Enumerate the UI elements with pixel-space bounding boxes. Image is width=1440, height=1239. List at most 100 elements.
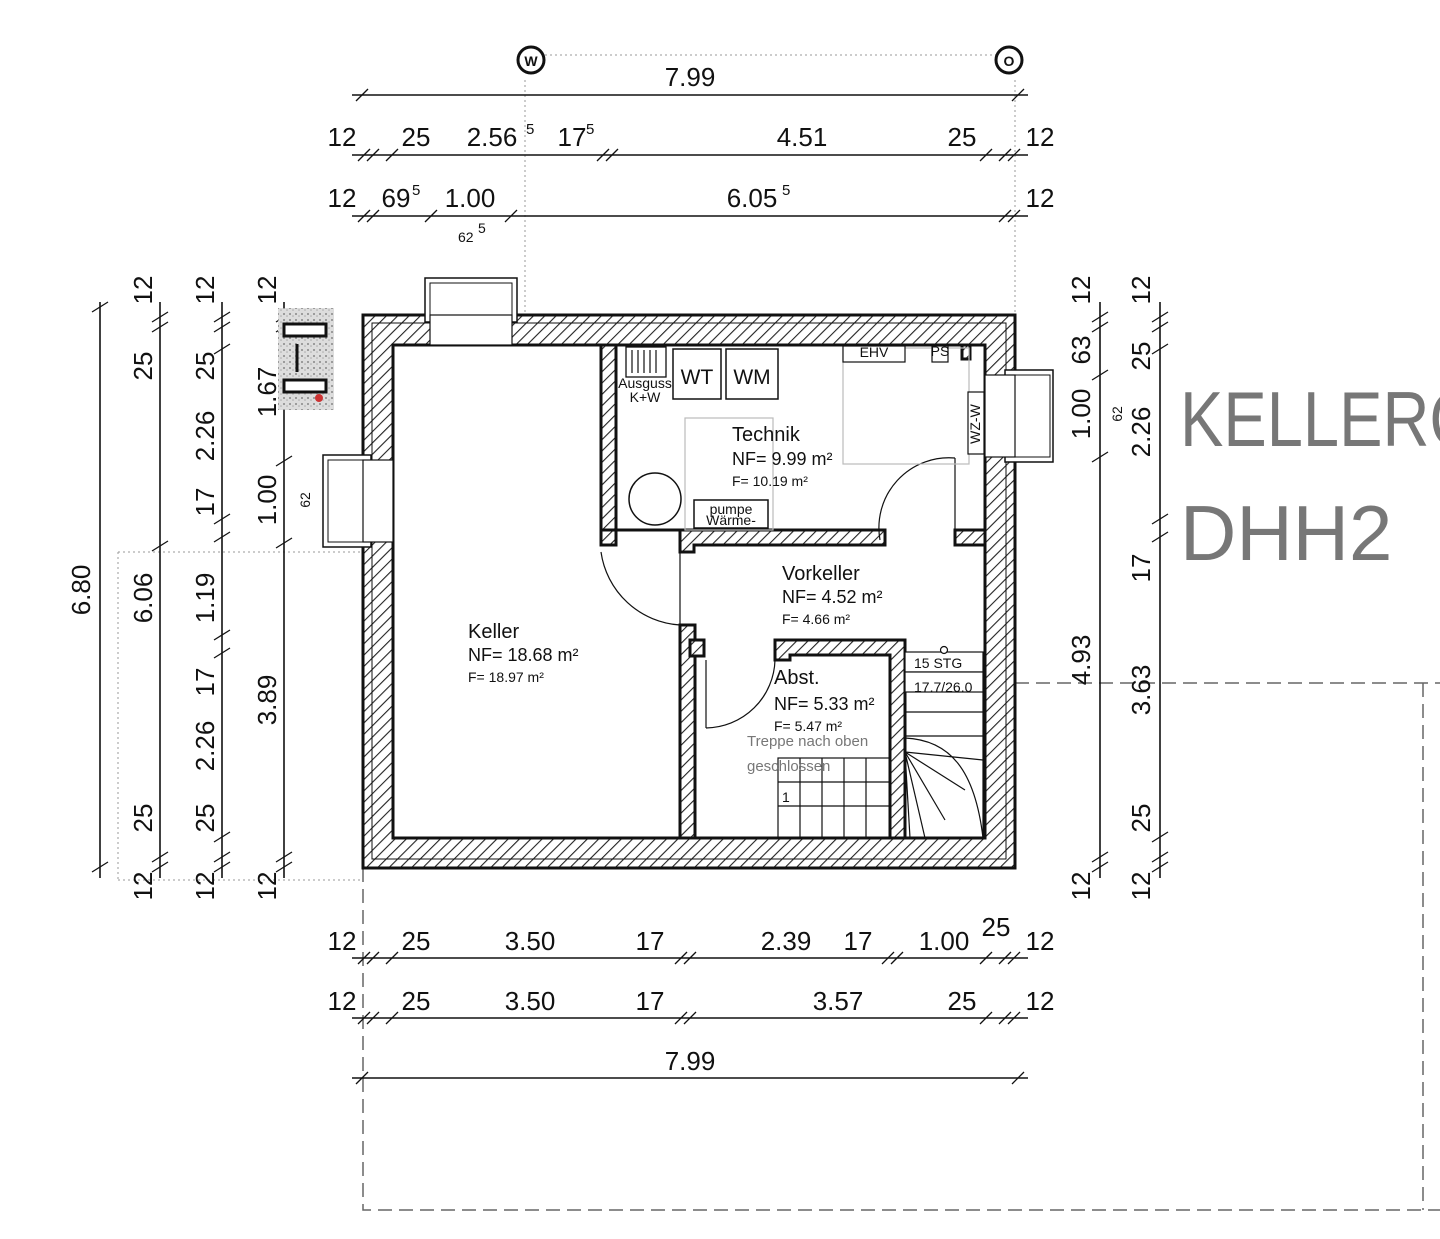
room-abst-f: F= 5.47 m² <box>774 718 842 734</box>
top-r2-3-sup: 5 <box>782 182 790 199</box>
room-vorkeller-nf: NF= 4.52 m² <box>782 587 883 607</box>
left-c2-1: 25 <box>190 352 220 381</box>
bot-r1-4: 2.39 <box>761 926 812 956</box>
left-c2-5: 17 <box>190 668 220 697</box>
light-well-right <box>984 369 1054 463</box>
right-c2-4: 3.63 <box>1126 665 1156 716</box>
left-c2-0: 12 <box>190 276 220 305</box>
room-vorkeller: Vorkeller NF= 4.52 m² F= 4.66 m² <box>782 563 883 627</box>
staircase: 15 STG 17.7/26.0 1 Treppe nach oben gesc… <box>747 645 984 839</box>
room-keller-name: Keller <box>468 621 519 643</box>
right-c2-3: 17 <box>1126 554 1156 583</box>
left-c3-0: 12 <box>252 276 282 305</box>
top-dimension-chains: 7.99 12 25 2.56 5 17 5 4.51 25 12 12 69 … <box>328 62 1055 245</box>
room-abst-name: Abst. <box>774 667 820 689</box>
bot-r2-6: 12 <box>1026 986 1055 1016</box>
room-vorkeller-f: F= 4.66 m² <box>782 611 850 627</box>
light-well-top <box>424 277 518 346</box>
bot-r1-2: 3.50 <box>505 926 556 956</box>
wm-label: WM <box>733 366 770 389</box>
left-c1-3: 25 <box>128 804 158 833</box>
room-abst: Abst. NF= 5.33 m² F= 5.47 m² <box>774 667 875 734</box>
bot-overall-dim: 7.99 <box>665 1046 716 1076</box>
top-r2-1-sup: 5 <box>412 182 420 199</box>
room-technik: Technik NF= 9.99 m² F= 10.19 m² <box>732 424 833 489</box>
room-keller-f: F= 18.97 m² <box>468 669 544 685</box>
bot-r1-5: 17 <box>844 926 873 956</box>
top-r2-sub: 62 <box>458 229 474 245</box>
left-c1-4: 12 <box>128 872 158 901</box>
top-r1-2-sup: 5 <box>526 121 534 138</box>
waerme-label: Wärme- <box>706 512 756 528</box>
left-dimension-chains: 6.80 12 25 6.06 25 12 12 25 2.26 17 1.19… <box>66 276 313 901</box>
right-c1-4: 4.93 <box>1066 635 1096 686</box>
svg-text:W: W <box>524 53 538 69</box>
top-r1-6: 12 <box>1026 122 1055 152</box>
left-c2-7: 25 <box>190 804 220 833</box>
bot-r2-3: 17 <box>636 986 665 1016</box>
top-r1-3-sup: 5 <box>586 121 594 138</box>
right-dimension-chains: 12 63 1.00 62 4.93 12 12 25 2.26 17 3.63… <box>1066 276 1169 901</box>
left-c2-4: 1.19 <box>190 573 220 624</box>
drain-detail <box>278 308 334 410</box>
top-r2-4: 12 <box>1026 183 1055 213</box>
bot-r2-0: 12 <box>328 986 357 1016</box>
stair-start: 1 <box>782 789 790 805</box>
room-technik-nf: NF= 9.99 m² <box>732 449 833 469</box>
right-c2-2: 2.26 <box>1126 407 1156 458</box>
room-technik-f: F= 10.19 m² <box>732 473 808 489</box>
left-c2-2: 2.26 <box>190 411 220 462</box>
right-c2-6: 12 <box>1126 872 1156 901</box>
bot-r2-4: 3.57 <box>813 986 864 1016</box>
bot-r1-3: 17 <box>636 926 665 956</box>
ehv-label: EHV <box>860 344 889 360</box>
top-r1-4: 4.51 <box>777 122 828 152</box>
pumpe-label: pumpe <box>710 501 753 517</box>
stair-steps: 15 STG <box>914 655 962 671</box>
right-c2-0: 12 <box>1126 276 1156 305</box>
svg-text:O: O <box>1004 53 1015 69</box>
room-keller: Keller NF= 18.68 m² F= 18.97 m² <box>468 621 579 685</box>
right-c2-5: 25 <box>1126 804 1156 833</box>
room-keller-nf: NF= 18.68 m² <box>468 645 579 665</box>
left-c2-8: 12 <box>190 872 220 901</box>
right-c1-2: 1.00 <box>1066 389 1096 440</box>
bot-r1-6: 1.00 <box>919 926 970 956</box>
bot-r2-5: 25 <box>948 986 977 1016</box>
stair-note-2: geschlossen <box>747 758 830 775</box>
right-c2-1: 25 <box>1126 342 1156 371</box>
bot-r1-8: 12 <box>1026 926 1055 956</box>
left-c2-6: 2.26 <box>190 721 220 772</box>
room-abst-nf: NF= 5.33 m² <box>774 694 875 714</box>
outer-walls <box>361 313 1017 870</box>
left-c2-3: 17 <box>190 488 220 517</box>
ausguss-label: Ausguss <box>618 375 672 391</box>
wzw-label: WZ-W <box>967 403 983 443</box>
left-c1-2: 6.06 <box>128 573 158 624</box>
light-well-left <box>322 454 394 548</box>
left-overall-dim: 6.80 <box>66 565 96 616</box>
top-overall-dim: 7.99 <box>665 62 716 92</box>
left-c1-1: 25 <box>128 352 158 381</box>
top-r2-1: 69 <box>382 183 411 213</box>
left-c3-5: 12 <box>252 872 282 901</box>
bot-r1-1: 25 <box>402 926 431 956</box>
wt-label: WT <box>681 366 714 389</box>
right-c1-3: 62 <box>1109 406 1125 422</box>
right-c1-0: 12 <box>1066 276 1096 305</box>
right-c1-5: 12 <box>1066 872 1096 901</box>
technik-fixtures: Ausguss K+W WT WM pumpe Wärme- EHV PS WZ… <box>618 343 985 531</box>
title-line-2: DHH2 <box>1180 489 1392 577</box>
doors <box>600 457 956 729</box>
top-r1-1: 25 <box>402 122 431 152</box>
left-c1-0: 12 <box>128 276 158 305</box>
room-vorkeller-name: Vorkeller <box>782 563 860 585</box>
bot-r2-1: 25 <box>402 986 431 1016</box>
left-c3-3: 62 <box>297 492 313 508</box>
left-c3-1: 1.67 <box>252 367 282 418</box>
stair-note-1: Treppe nach oben <box>747 733 868 750</box>
top-r2-2: 1.00 <box>445 183 496 213</box>
room-technik-name: Technik <box>732 424 801 446</box>
ausguss-kw-label: K+W <box>630 389 662 405</box>
